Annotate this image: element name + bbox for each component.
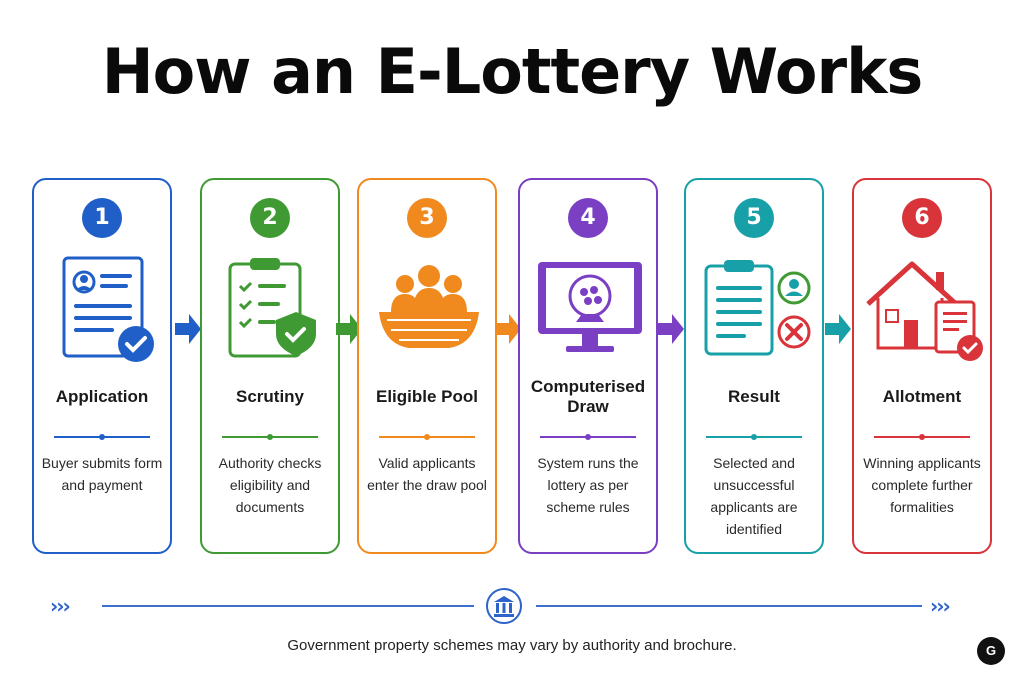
application-form-icon [62,256,154,362]
step-number-badge: 3 [407,198,447,238]
page-title: How an E-Lottery Works [101,35,923,108]
arrow-right-icon [495,314,521,344]
step-description: Selected and unsuccessful applicants are… [710,455,798,537]
step-description: Valid applicants enter the draw pool [367,455,487,493]
step-title: Scrutiny [235,386,305,406]
step-title: Result [728,386,780,406]
step-description: Buyer submits form and payment [41,455,163,493]
step-number-badge: 1 [82,198,122,238]
step-description: Winning applicants complete further form… [863,455,981,515]
bank-building-icon [486,588,522,624]
divider [540,434,636,440]
chevrons-right-icon: ››› [930,594,951,618]
step-title: Computerised Draw [530,376,646,416]
arrow-right-icon [825,314,851,344]
divider [54,434,150,440]
arrow-right-icon [175,314,201,344]
step-card-computerised-draw: 4 Computerised Draw System runs the lott… [518,178,658,554]
brand-logo: G [977,637,1005,665]
arrow-right-icon [658,314,684,344]
step-number-badge: 6 [902,198,942,238]
step-card-scrutiny: 2 Scrutiny Authority checks eligibility … [200,178,340,554]
step-description: System runs the lottery as per scheme ru… [537,455,639,515]
divider [379,434,475,440]
step-card-application: 1 Application Buyer submits form and pay… [32,178,172,554]
step-description: Authority checks eligibility and documen… [218,455,322,515]
footer-divider-right [536,605,922,607]
arrow-right-icon [336,314,362,344]
result-clipboard-icon [704,260,811,356]
divider [222,434,318,440]
step-title: Allotment [882,386,962,406]
house-document-icon [866,261,983,361]
step-title: Eligible Pool [375,386,478,406]
divider [874,434,970,440]
step-card-result: 5 Result Selected and unsuccessful appli… [684,178,824,554]
footer-note: Government property schemes may vary by … [287,637,737,654]
divider [706,434,802,440]
step-title: Application [55,386,149,406]
step-card-eligible-pool: 3 Eligible Pool Valid applicants enter t… [357,178,497,554]
step-number-badge: 2 [250,198,290,238]
people-basket-icon [379,265,479,348]
step-card-allotment: 6 Allotment Winning applicants complete … [852,178,992,554]
step-number-badge: 4 [568,198,608,238]
step-number-badge: 5 [734,198,774,238]
chevrons-left-icon: ››› [50,594,71,618]
lottery-monitor-icon [538,262,642,352]
footer-divider-left [102,605,474,607]
clipboard-shield-icon [228,258,316,358]
